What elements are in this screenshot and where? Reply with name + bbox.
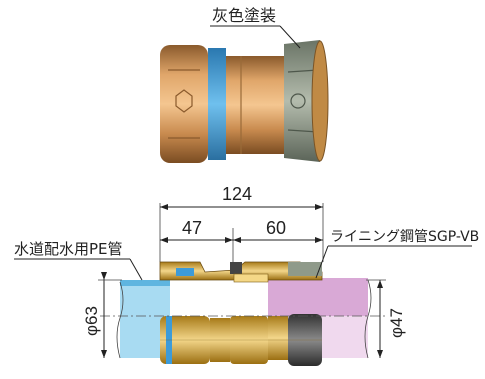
fitting-photo xyxy=(160,40,329,163)
arrow-icon xyxy=(101,350,107,358)
dim-left-dia-label: φ63 xyxy=(82,306,101,336)
nut-facet-lines xyxy=(168,69,200,139)
logo-icon xyxy=(290,93,306,109)
lined-pipe-section xyxy=(268,278,368,316)
seal-section xyxy=(230,262,242,274)
arrow-icon xyxy=(160,204,168,210)
arrow-icon xyxy=(377,280,383,288)
blue-ring-section xyxy=(176,268,194,276)
pipe-break-right xyxy=(364,279,372,359)
arrow-icon xyxy=(233,237,241,243)
dim-right-dia-label: φ47 xyxy=(387,308,406,338)
arrow-icon xyxy=(101,272,107,280)
pipe-opening xyxy=(311,40,329,162)
right-label-leader xyxy=(315,245,329,279)
body-exterior-c xyxy=(268,316,288,360)
arrow-icon xyxy=(160,237,168,243)
dim-overall-label: 124 xyxy=(222,184,252,204)
left-pipe-label: 水道配水用PE管 xyxy=(14,240,123,258)
coating-leader xyxy=(279,25,301,49)
arrow-icon xyxy=(315,237,323,243)
cross-section xyxy=(100,261,385,366)
emblem-icon xyxy=(175,89,193,113)
coating-label: 灰色塗装 xyxy=(212,6,276,25)
bronze-body xyxy=(226,56,284,154)
left-label-leader xyxy=(129,258,143,281)
arrow-icon xyxy=(225,237,233,243)
gray-nut-section xyxy=(288,262,322,276)
left-bronze-nut xyxy=(160,45,208,163)
pipe-bore xyxy=(170,280,230,316)
insert-section xyxy=(233,273,269,283)
pe-pipe-wall-top xyxy=(120,280,170,286)
arrow-icon xyxy=(377,350,383,358)
dim-right-label: 60 xyxy=(266,218,286,238)
blue-band xyxy=(208,48,226,160)
arrow-icon xyxy=(315,204,323,210)
dim-left-label: 47 xyxy=(182,218,202,238)
right-pipe-label: ライニング鋼管SGP-VB xyxy=(330,229,479,245)
pipe-break-left xyxy=(116,281,124,359)
body-line xyxy=(240,56,242,154)
